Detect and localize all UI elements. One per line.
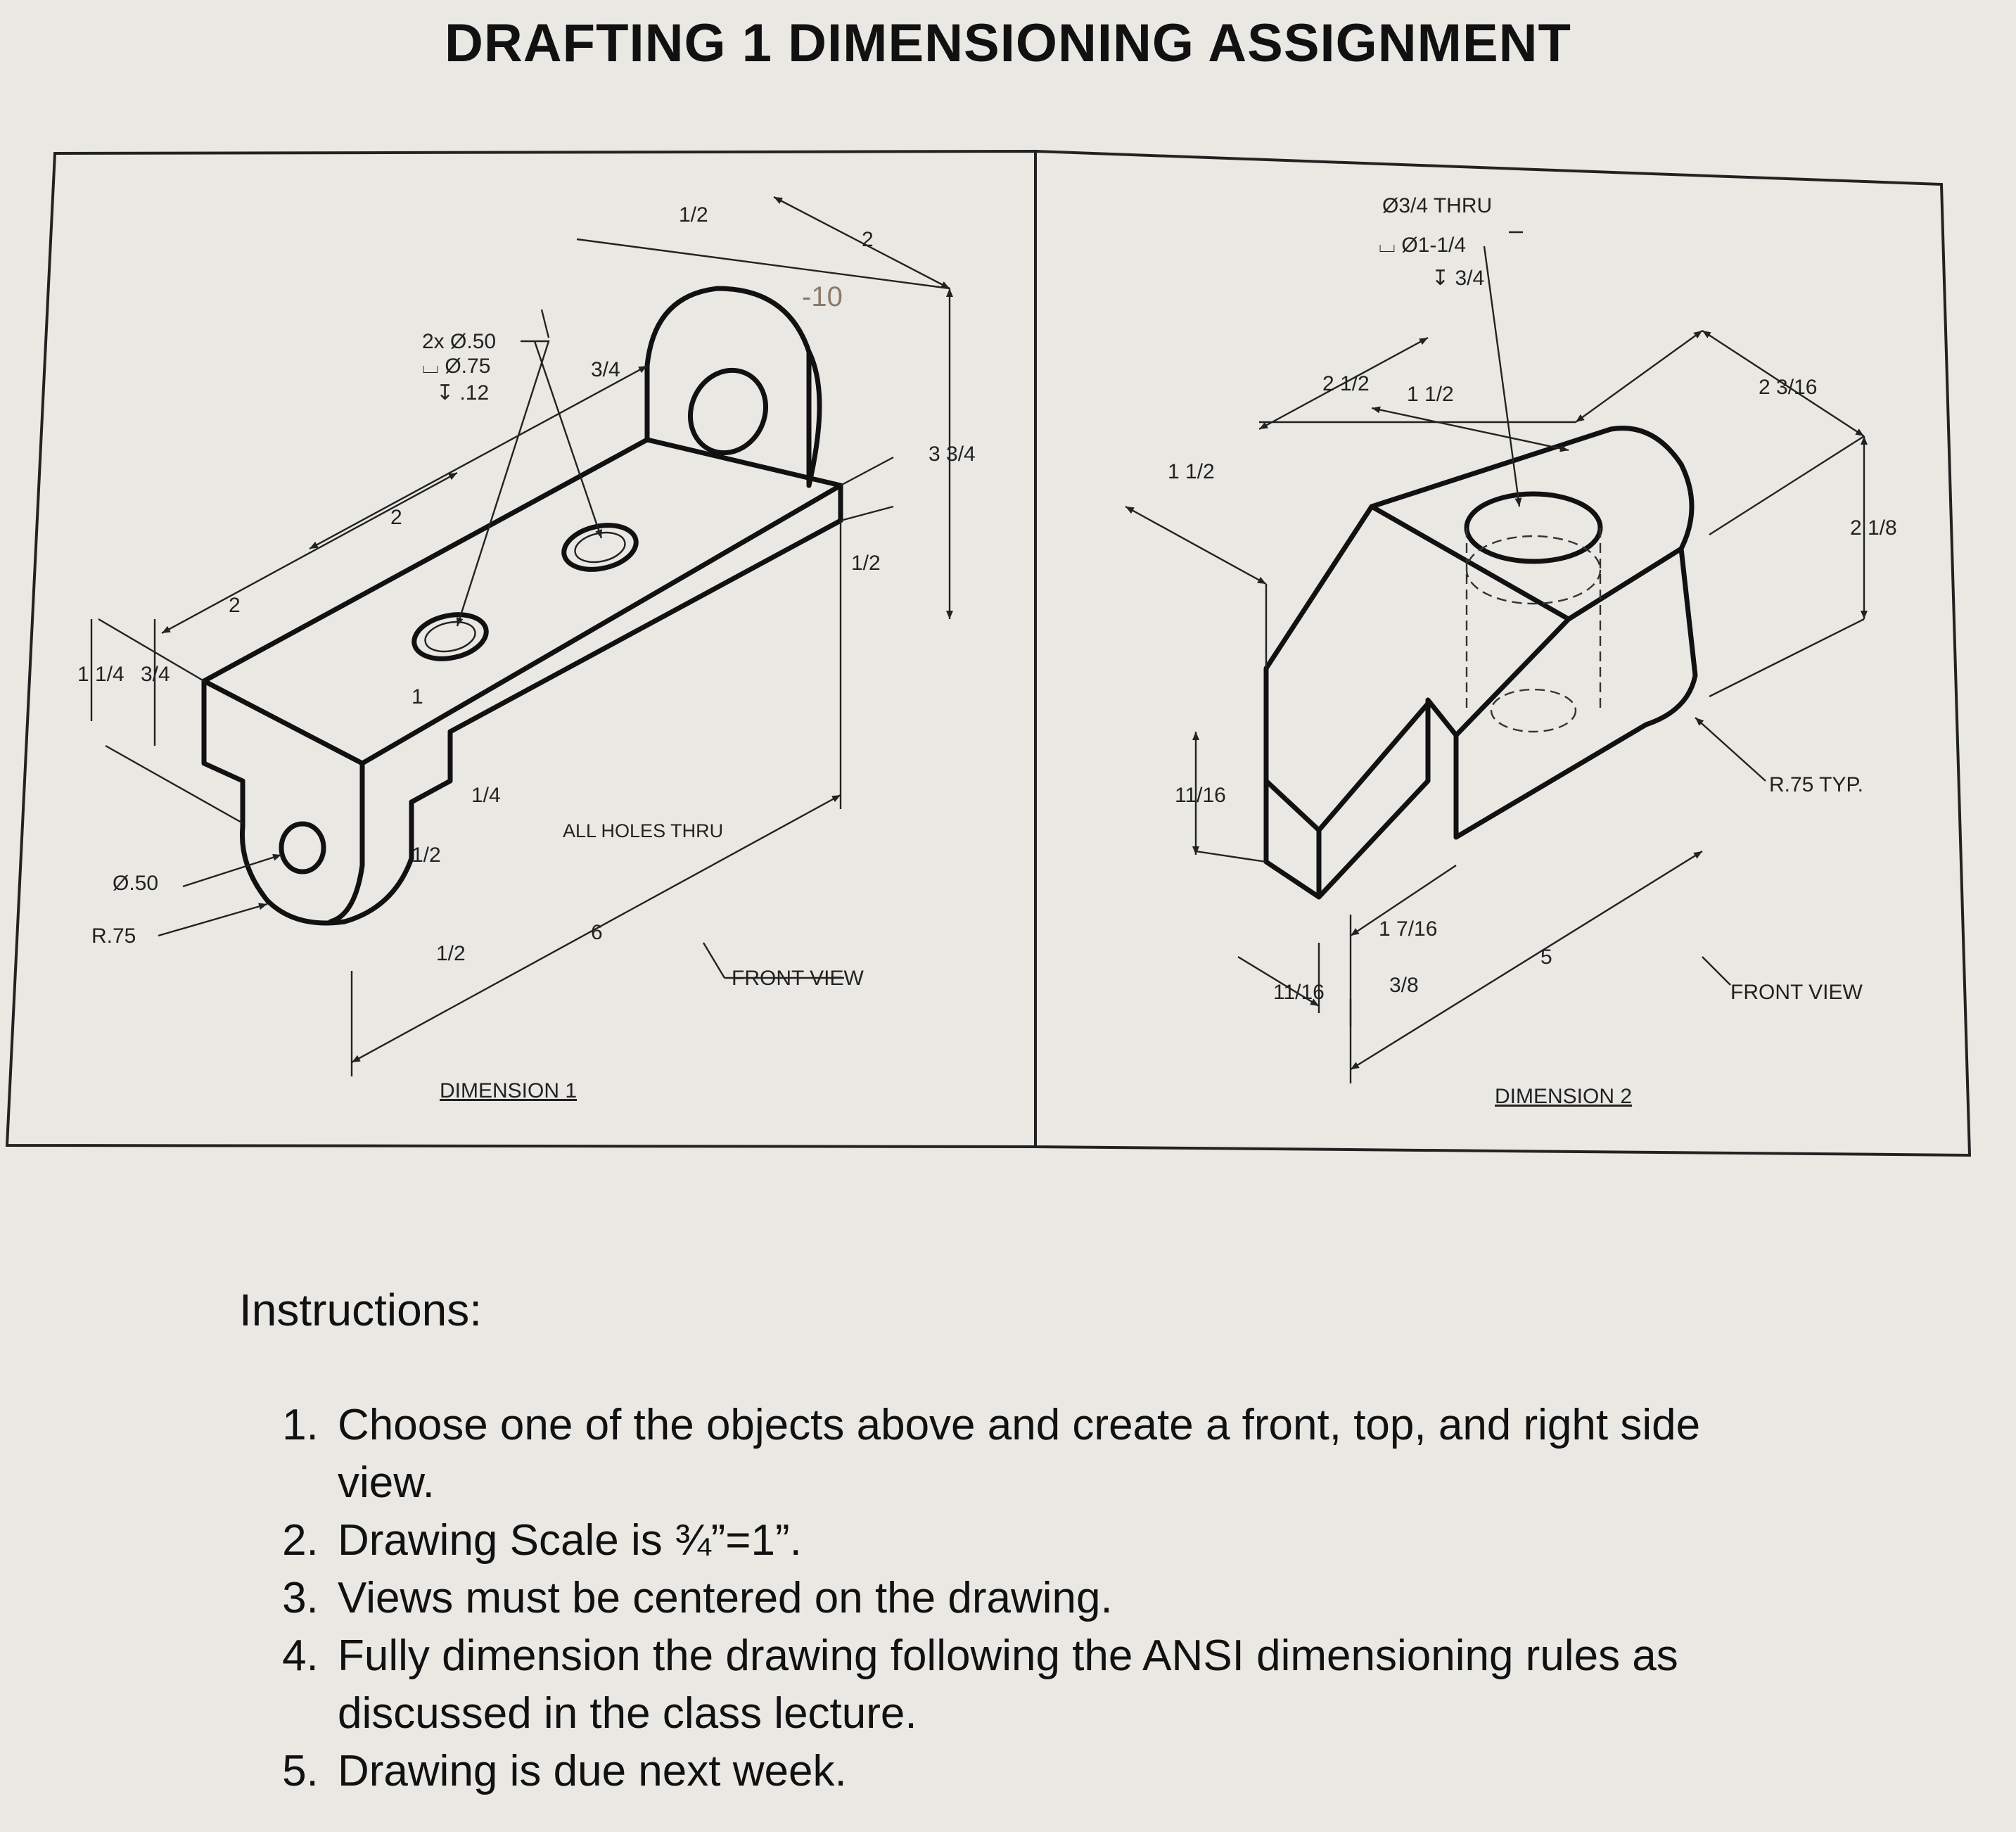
svg-text:1 1/2: 1 1/2 xyxy=(1407,383,1454,406)
drawing-frame-left xyxy=(5,149,1037,1149)
svg-text:3 3/4: 3 3/4 xyxy=(929,443,976,466)
svg-text:1 1/4: 1 1/4 xyxy=(77,663,125,686)
svg-text:2: 2 xyxy=(229,594,241,617)
svg-text:-10: -10 xyxy=(802,281,843,312)
svg-text:DIMENSION 2: DIMENSION 2 xyxy=(1495,1085,1632,1108)
svg-text:DIMENSION 1: DIMENSION 1 xyxy=(440,1079,577,1102)
instructions-heading: Instructions: xyxy=(239,1285,483,1335)
object-1-dimension-text: 2x Ø.50 ⌴ Ø.75 ↧ .12 1/2 2 3 3/4 1/2 3/4… xyxy=(77,203,976,1102)
svg-text:11/16: 11/16 xyxy=(1273,981,1325,1004)
svg-text:2 1/2: 2 1/2 xyxy=(1322,372,1370,395)
svg-text:11/16: 11/16 xyxy=(1175,784,1226,807)
svg-text:3/8: 3/8 xyxy=(1389,974,1419,997)
svg-text:1 1/2: 1 1/2 xyxy=(1168,460,1215,483)
object-1-isometric xyxy=(201,286,843,926)
svg-text:2 3/16: 2 3/16 xyxy=(1759,376,1817,399)
svg-text:Ø3/4 THRU: Ø3/4 THRU xyxy=(1382,194,1492,217)
svg-text:⌴ Ø.75: ⌴ Ø.75 xyxy=(422,355,490,378)
svg-text:↧ 3/4: ↧ 3/4 xyxy=(1431,267,1484,290)
instruction-item: Choose one of the objects above and crea… xyxy=(331,1397,1808,1512)
svg-text:1: 1 xyxy=(412,685,423,708)
svg-text:1 7/16: 1 7/16 xyxy=(1379,917,1437,941)
svg-text:1/4: 1/4 xyxy=(471,784,501,807)
svg-text:3/4: 3/4 xyxy=(141,663,170,686)
svg-text:5: 5 xyxy=(1540,946,1552,969)
object-1-dimension-lines xyxy=(90,196,953,1076)
object-2-isometric xyxy=(1263,426,1698,900)
instruction-item: Views must be centered on the drawing. xyxy=(331,1570,1808,1627)
svg-text:FRONT VIEW: FRONT VIEW xyxy=(732,967,864,990)
svg-text:2x Ø.50: 2x Ø.50 xyxy=(422,330,496,353)
svg-text:2: 2 xyxy=(862,228,874,251)
svg-text:1/2: 1/2 xyxy=(412,844,441,867)
svg-text:1/2: 1/2 xyxy=(436,942,466,965)
svg-text:ALL HOLES THRU: ALL HOLES THRU xyxy=(563,820,723,841)
svg-text:⌴ Ø1-1/4: ⌴ Ø1-1/4 xyxy=(1379,234,1466,257)
instructions-list: Choose one of the objects above and crea… xyxy=(281,1397,1808,1800)
instruction-item: Drawing Scale is ¾”=1”. xyxy=(331,1512,1808,1570)
instruction-item: Drawing is due next week. xyxy=(331,1743,1808,1800)
svg-text:R.75 TYP.: R.75 TYP. xyxy=(1769,773,1863,796)
svg-text:1/2: 1/2 xyxy=(679,203,708,227)
svg-text:1/2: 1/2 xyxy=(851,552,881,575)
svg-text:↧ .12: ↧ .12 xyxy=(436,381,489,405)
instruction-item: Fully dimension the drawing following th… xyxy=(331,1627,1808,1743)
svg-text:2: 2 xyxy=(390,506,402,529)
drawing-frame-right xyxy=(1034,149,1972,1157)
object-2-dimension-lines xyxy=(1125,231,1868,1083)
svg-text:2 1/8: 2 1/8 xyxy=(1850,516,1897,540)
svg-text:Ø.50: Ø.50 xyxy=(113,872,158,895)
svg-text:R.75: R.75 xyxy=(91,924,136,948)
object-2-dimension-text: Ø3/4 THRU ⌴ Ø1-1/4 ↧ 3/4 2 1/2 1 1/2 1 1… xyxy=(1168,194,1897,1108)
svg-text:3/4: 3/4 xyxy=(591,358,620,381)
page-title: DRAFTING 1 DIMENSIONING ASSIGNMENT xyxy=(445,13,1571,73)
svg-text:FRONT VIEW: FRONT VIEW xyxy=(1730,981,1863,1004)
svg-text:6: 6 xyxy=(591,921,603,944)
